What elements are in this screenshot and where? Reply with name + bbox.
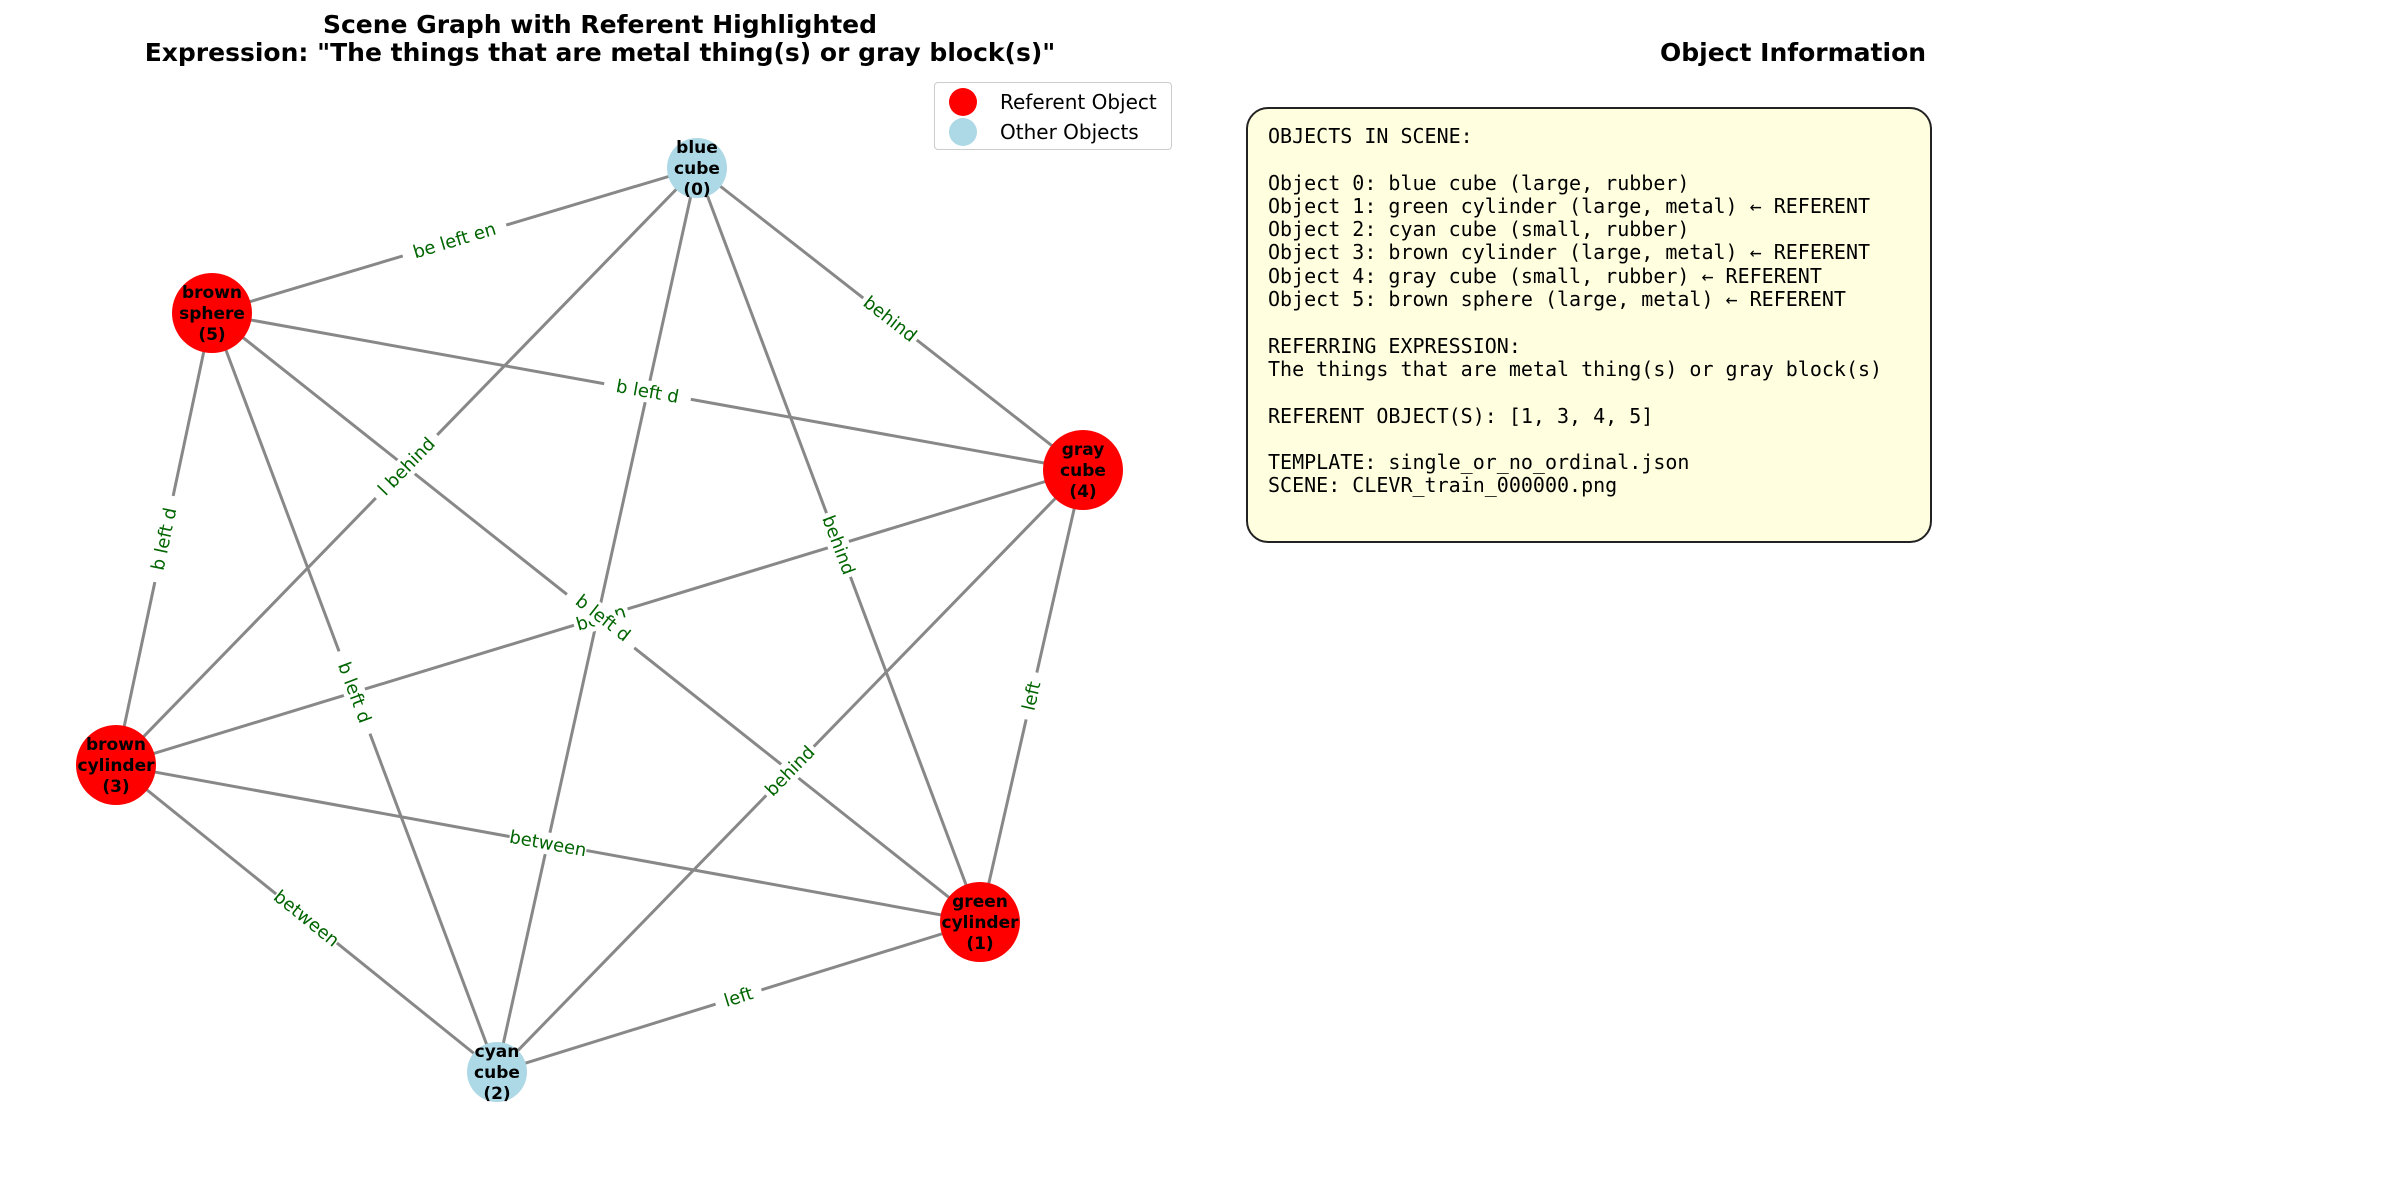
edge-label-text: left (1019, 680, 1046, 713)
edge-label-text: l behind (374, 434, 440, 501)
info-line: The things that are metal thing(s) or gr… (1268, 356, 1883, 381)
edge-label-text: behind (817, 513, 858, 578)
edge-label: l behind (367, 427, 446, 506)
edge-label: between (507, 825, 589, 862)
edge-label-background (269, 885, 344, 952)
edge-label-text: be left en (411, 219, 499, 264)
edge-label: be left en (399, 214, 510, 267)
edge-label-text: b left d (148, 506, 182, 572)
edge-label: behind (856, 289, 924, 349)
info-panel-title: Object Information (1660, 38, 1927, 67)
scene-graph: be left en behind b left d l behind b left d… (76, 138, 1123, 1104)
edge-label: b left d (328, 647, 381, 738)
info-line: REFERRING EXPRESSION: (1268, 333, 1521, 358)
info-line (1268, 381, 1912, 404)
edge-label: behind (758, 738, 822, 804)
info-line: Object 4: gray cube (small, rubber) ← RE… (1268, 263, 1822, 288)
edge-label-background (1015, 670, 1048, 722)
edge-label: b left d (144, 493, 184, 585)
edge-label-background (816, 509, 861, 581)
edge-label-text: between (269, 886, 343, 951)
object-info-box: OBJECTS IN SCENE: Object 0: blue cube (la… (1246, 107, 1932, 543)
edge-label-background (602, 372, 693, 411)
edge-label-background (367, 427, 446, 506)
info-line: Object 5: brown sphere (large, metal) ← … (1268, 287, 1846, 312)
edge-label: behind (816, 509, 861, 581)
info-line: Object 3: brown cylinder (large, metal) … (1268, 240, 1871, 265)
edge-label-text: behind (859, 292, 921, 347)
edge-label-text: b left d (614, 376, 680, 408)
info-line: SCENE: CLEVR_train_000000.png (1268, 473, 1618, 498)
edge-label-text: behind (761, 742, 819, 801)
info-line: Object 1: green cylinder (large, metal) … (1268, 193, 1871, 218)
legend-label-referent: Referent Object (1000, 90, 1157, 114)
legend-marker-other (949, 118, 977, 146)
legend-label-other: Other Objects (1000, 120, 1139, 144)
edge-label-background (328, 647, 381, 738)
referent-node-circle (940, 882, 1020, 962)
graph-expression-title: Expression: "The things that are metal t… (144, 38, 1056, 67)
info-line: Object 2: cyan cube (small, rubber) (1268, 217, 1690, 242)
referent-node-circle (1043, 430, 1123, 510)
other-node-circle (667, 138, 727, 198)
info-line (1268, 311, 1912, 334)
edge-label-text: left (722, 983, 756, 1012)
legend: Referent Object Other Objects (934, 82, 1172, 150)
edge-label: between (269, 885, 344, 952)
info-line: OBJECTS IN SCENE: (1268, 124, 1473, 148)
other-node-circle (467, 1042, 527, 1102)
info-line (1268, 148, 1912, 171)
edge-label: left (712, 979, 765, 1015)
edge-label-background (856, 289, 924, 349)
edge-label-background (507, 825, 589, 862)
edge-label-background (144, 493, 184, 585)
info-line: Object 0: blue cube (large, rubber) (1268, 170, 1690, 195)
edge-label-text: between (508, 827, 588, 862)
legend-item-referent: Referent Object (949, 87, 1157, 117)
edge-label: left (1015, 670, 1048, 722)
edge-label: b left d (602, 372, 693, 411)
info-line: TEMPLATE: single_or_no_ordinal.json (1268, 450, 1690, 475)
legend-item-other: Other Objects (949, 117, 1139, 147)
edge-label-background (399, 214, 510, 267)
graph-title: Scene Graph with Referent Highlighted (322, 10, 878, 39)
edge-label-text: b left d (333, 659, 375, 726)
legend-marker-referent (949, 88, 977, 116)
edge-label-background (758, 738, 822, 804)
edge-label-background (712, 979, 765, 1015)
referent-node-circle (172, 273, 252, 353)
info-line (1268, 428, 1912, 451)
referent-node-circle (76, 725, 156, 805)
info-line: REFERENT OBJECT(S): [1, 3, 4, 5] (1268, 403, 1654, 428)
edge-label-background (562, 582, 644, 654)
